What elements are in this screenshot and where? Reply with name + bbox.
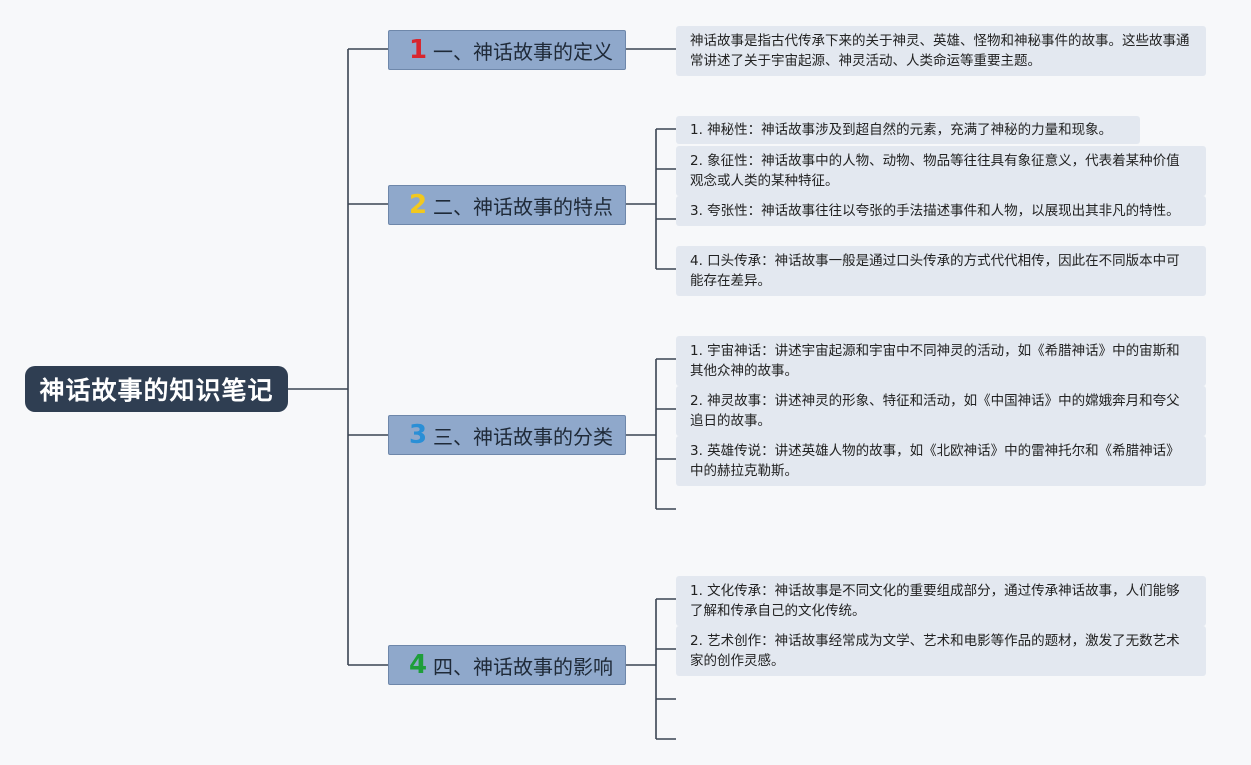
leaf-topic-label: 1. 文化传承：神话故事是不同文化的重要组成部分，通过传承神话故事，人们能够了解…: [690, 583, 1180, 619]
leaf-topic-label: 3. 英雄传说：讲述英雄人物的故事，如《北欧神话》中的雷神托尔和《希腊神话》中的…: [690, 443, 1180, 479]
leaf-topic[interactable]: 2. 神灵故事：讲述神灵的形象、特征和活动，如《中国神话》中的嫦娥奔月和夸父追日…: [676, 386, 1206, 436]
leaf-topic-label: 3. 夸张性：神话故事往往以夸张的手法描述事件和人物，以展现出其非凡的特性。: [690, 203, 1180, 219]
leaf-topic[interactable]: 3. 英雄传说：讲述英雄人物的故事，如《北欧神话》中的雷神托尔和《希腊神话》中的…: [676, 436, 1206, 486]
number-1-icon: 1: [409, 35, 428, 65]
leaf-topic-label: 2. 神灵故事：讲述神灵的形象、特征和活动，如《中国神话》中的嫦娥奔月和夸父追日…: [690, 393, 1180, 429]
leaf-topic-label: 1. 宇宙神话：讲述宇宙起源和宇宙中不同神灵的活动，如《希腊神话》中的宙斯和其他…: [690, 343, 1180, 379]
leaf-topic[interactable]: 3. 夸张性：神话故事往往以夸张的手法描述事件和人物，以展现出其非凡的特性。: [676, 196, 1206, 226]
branch-topic-label: 四、神话故事的影响: [433, 654, 613, 679]
branch-topic-label: 二、神话故事的特点: [433, 194, 613, 219]
branch-topic-classification[interactable]: 3 三、神话故事的分类: [388, 415, 626, 455]
number-4-icon: 4: [409, 650, 428, 680]
number-3-icon: 3: [409, 420, 428, 450]
branch-topic-label: 一、神话故事的定义: [433, 39, 613, 64]
branch-topic-influence[interactable]: 4 四、神话故事的影响: [388, 645, 626, 685]
leaf-topic[interactable]: 1. 神秘性：神话故事涉及到超自然的元素，充满了神秘的力量和现象。: [676, 116, 1140, 144]
leaf-topic[interactable]: 1. 宇宙神话：讲述宇宙起源和宇宙中不同神灵的活动，如《希腊神话》中的宙斯和其他…: [676, 336, 1206, 386]
leaf-topic-label: 1. 神秘性：神话故事涉及到超自然的元素，充满了神秘的力量和现象。: [690, 122, 1113, 138]
leaf-topic[interactable]: 神话故事是指古代传承下来的关于神灵、英雄、怪物和神秘事件的故事。这些故事通常讲述…: [676, 26, 1206, 76]
leaf-topic[interactable]: 2. 象征性：神话故事中的人物、动物、物品等往往具有象征意义，代表着某种价值观念…: [676, 146, 1206, 196]
number-2-icon: 2: [409, 190, 428, 220]
root-topic-label: 神话故事的知识笔记: [39, 376, 274, 405]
branch-topic-characteristics[interactable]: 2 二、神话故事的特点: [388, 185, 626, 225]
leaf-topic-label: 2. 艺术创作：神话故事经常成为文学、艺术和电影等作品的题材，激发了无数艺术家的…: [690, 633, 1180, 669]
leaf-topic-label: 4. 口头传承：神话故事一般是通过口头传承的方式代代相传，因此在不同版本中可能存…: [690, 253, 1180, 289]
leaf-topic[interactable]: 4. 口头传承：神话故事一般是通过口头传承的方式代代相传，因此在不同版本中可能存…: [676, 246, 1206, 296]
leaf-topic[interactable]: 2. 艺术创作：神话故事经常成为文学、艺术和电影等作品的题材，激发了无数艺术家的…: [676, 626, 1206, 676]
leaf-topic[interactable]: 1. 文化传承：神话故事是不同文化的重要组成部分，通过传承神话故事，人们能够了解…: [676, 576, 1206, 626]
branch-topic-definition[interactable]: 1 一、神话故事的定义: [388, 30, 626, 70]
branch-topic-label: 三、神话故事的分类: [433, 424, 613, 449]
leaf-topic-label: 神话故事是指古代传承下来的关于神灵、英雄、怪物和神秘事件的故事。这些故事通常讲述…: [690, 33, 1190, 69]
root-topic[interactable]: 神话故事的知识笔记: [25, 366, 288, 412]
leaf-topic-label: 2. 象征性：神话故事中的人物、动物、物品等往往具有象征意义，代表着某种价值观念…: [690, 153, 1180, 189]
